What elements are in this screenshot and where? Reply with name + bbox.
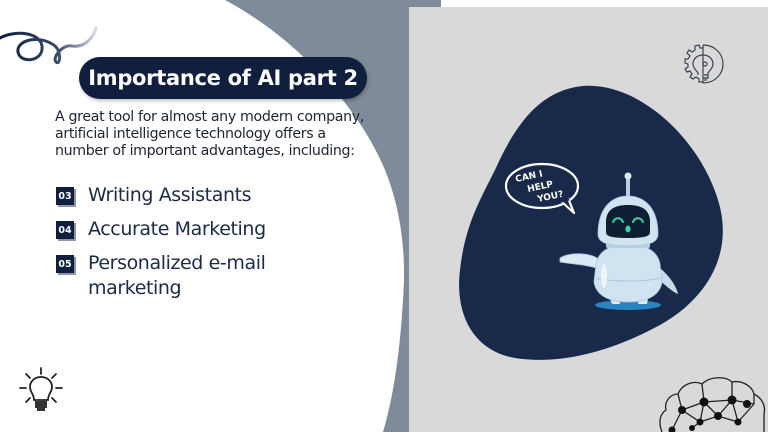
intro-text: A great tool for almost any modern compa…	[55, 109, 364, 159]
item-label: Accurate Marketing	[88, 218, 266, 240]
robot-illustration: CAN I HELP YOU?	[504, 162, 678, 310]
item-label: Personalized e-mail marketing	[88, 252, 266, 299]
item-number-badge: 05	[56, 255, 74, 273]
title-pill: Importance of AI part 2	[79, 57, 367, 99]
white-curve	[0, 0, 404, 432]
gear-lightbulb-icon	[684, 44, 724, 84]
advantages-list: 03 Writing Assistants 04 Accurate Market…	[56, 183, 356, 310]
list-item: 03 Writing Assistants	[56, 183, 356, 208]
item-number-badge: 04	[56, 221, 74, 239]
list-item: 04 Accurate Marketing	[56, 217, 356, 242]
swirl-decoration-icon	[0, 26, 98, 65]
lightbulb-icon	[19, 367, 63, 411]
brain-network-icon	[659, 377, 766, 432]
item-number-badge: 03	[56, 187, 74, 205]
slide-title: Importance of AI part 2	[88, 66, 358, 90]
speech-bubble: CAN I HELP YOU?	[504, 162, 580, 215]
list-item: 05 Personalized e-mail marketing	[56, 251, 356, 301]
item-label: Writing Assistants	[88, 184, 252, 206]
